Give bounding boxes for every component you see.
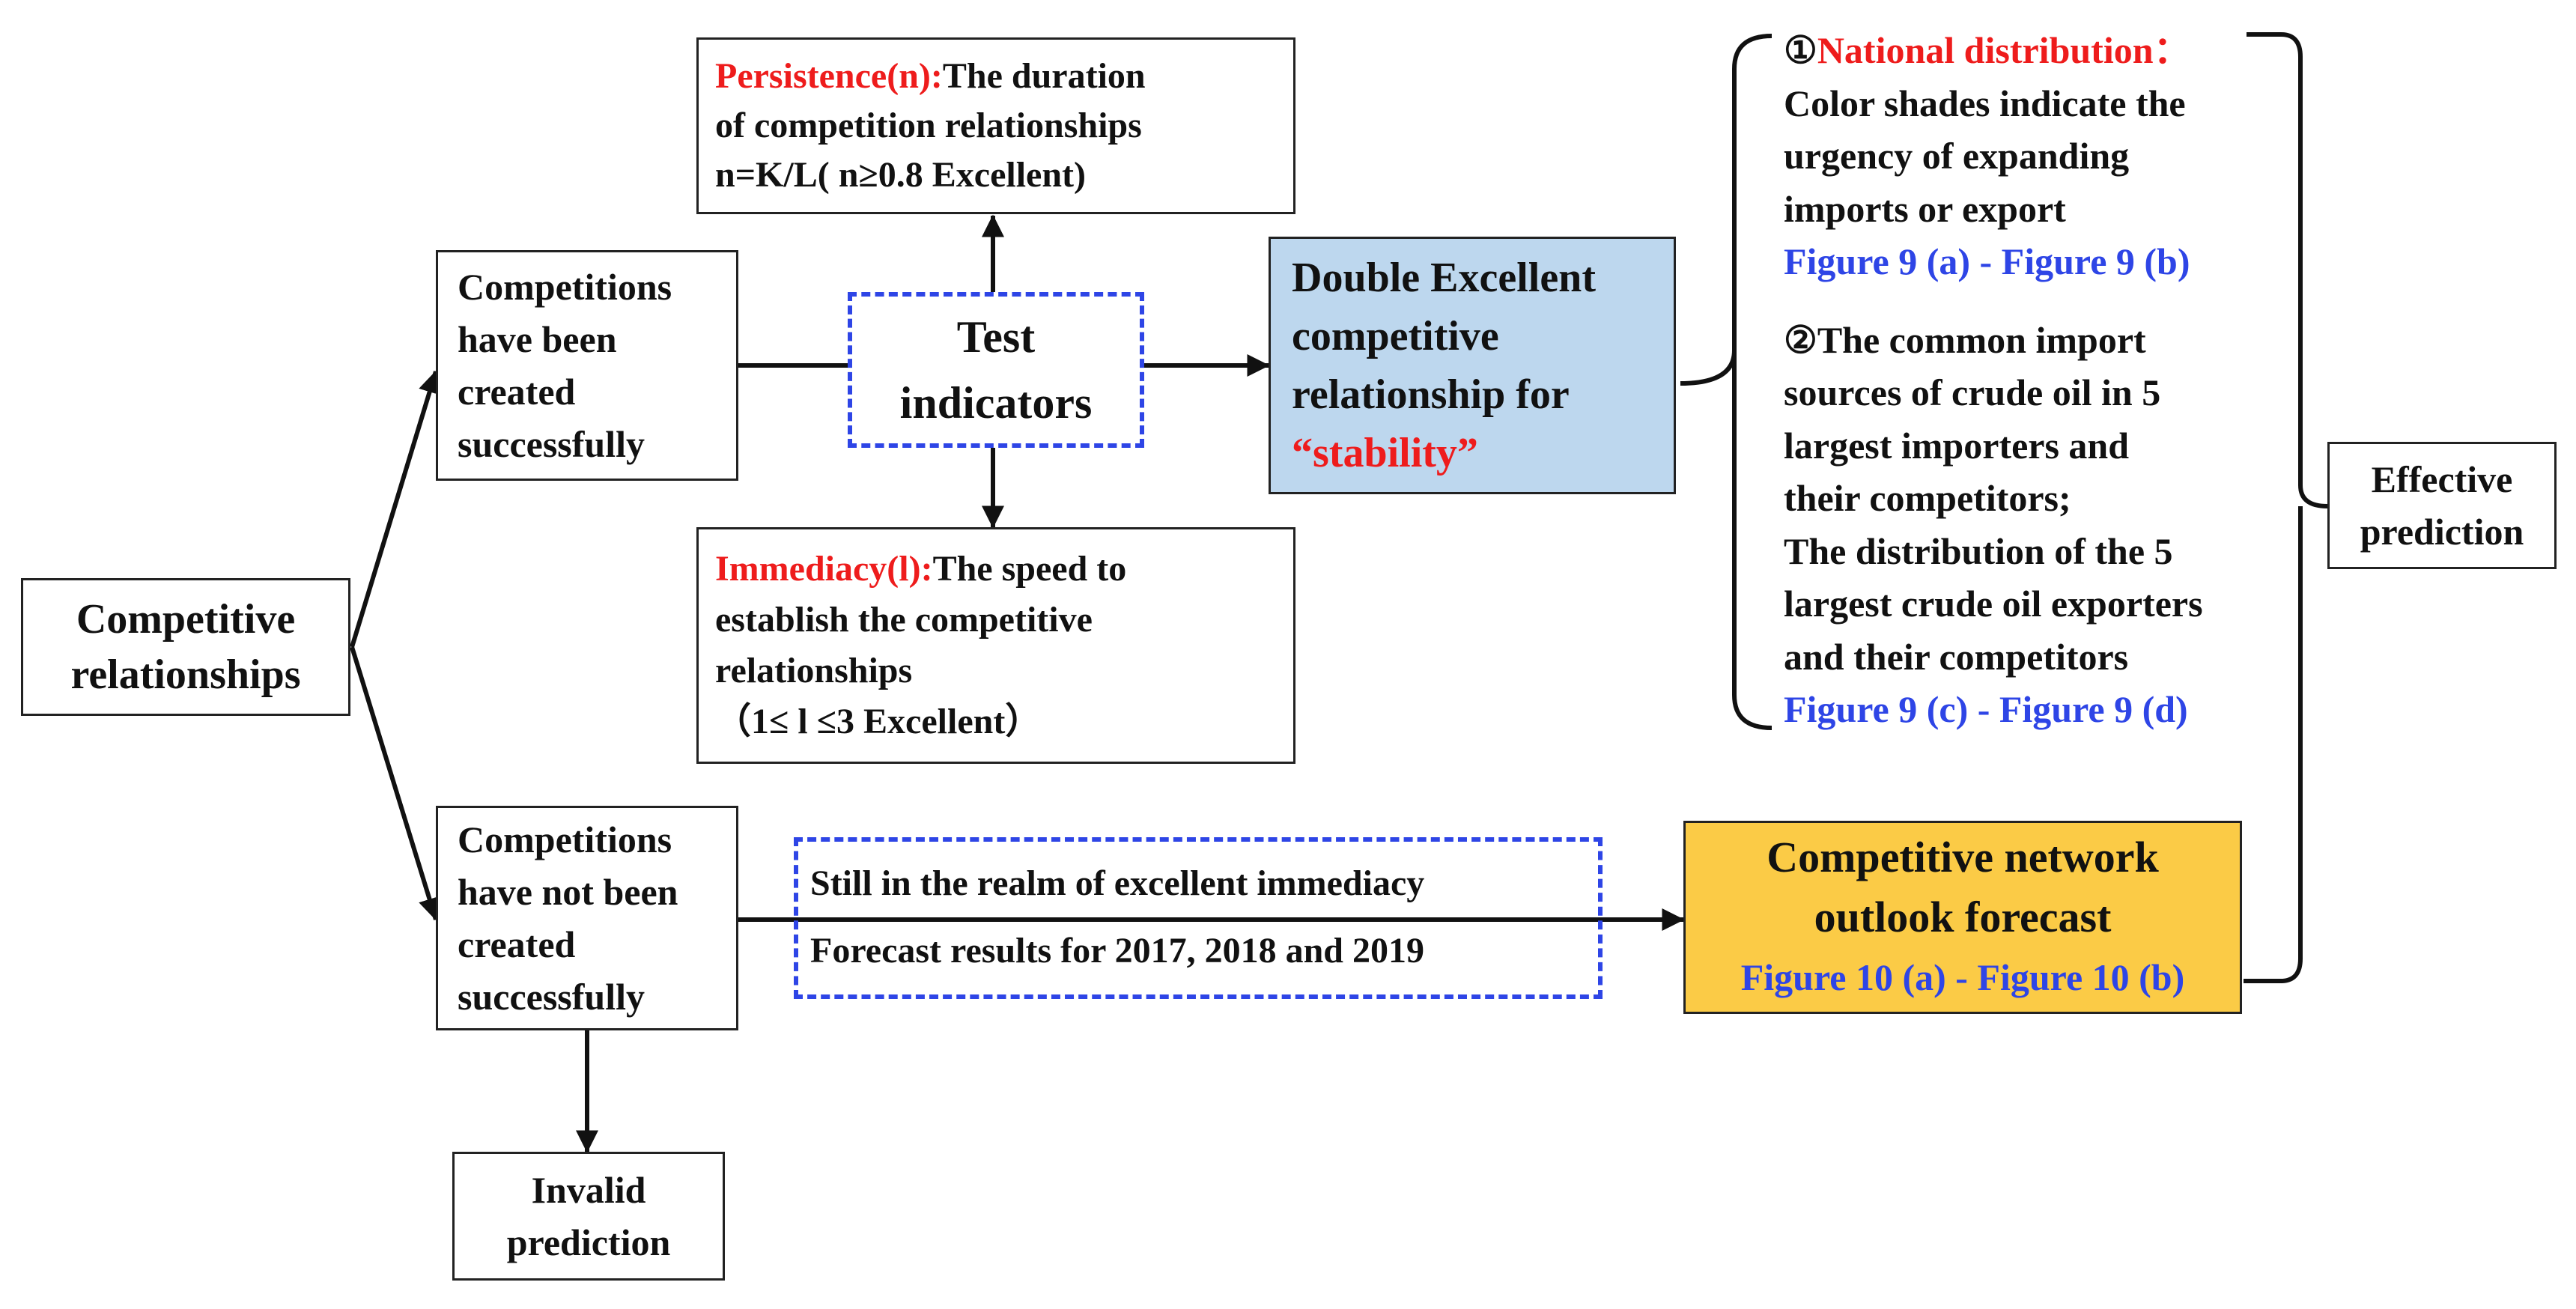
national-heading: ①National distribution： (1784, 24, 2203, 77)
right-bracket (2244, 32, 2328, 983)
immediacy-line-1: Immediacy(l):The speed to (715, 544, 1126, 595)
immediacy-term: Immediacy(l): (715, 549, 933, 589)
immediacy-line-1-rest: The speed to (932, 549, 1127, 589)
arrow-to-created (350, 370, 441, 648)
invalid-line-1: Invalid (531, 1169, 646, 1211)
immediacy-box: Immediacy(l):The speed to establish the … (696, 527, 1295, 764)
test-indicators-dashed-box (848, 292, 1144, 448)
common-line-2: sources of crude oil in 5 (1784, 371, 2161, 413)
notcreated-line-3: created (458, 923, 576, 965)
invalid-prediction-box: Invalid prediction (452, 1152, 725, 1281)
created-line-4: successfully (458, 423, 645, 465)
competitions-created-box: Competitions have been created successfu… (436, 250, 738, 481)
section-gap (1784, 288, 2203, 314)
network-forecast-box: Competitive network outlook forecast Fig… (1683, 821, 2242, 1014)
created-line-3: created (458, 371, 576, 413)
effective-line-2: prediction (2360, 511, 2524, 553)
immediacy-range: （1≤ l ≤3 Excellent） (715, 702, 1042, 741)
comp-rel-line-1: Competitive (76, 596, 296, 643)
common-line-7: and their competitors (1784, 635, 2129, 678)
double-excellent-box: Double Excellent competitive relationshi… (1269, 237, 1676, 494)
common-line-3: largest importers and (1784, 424, 2130, 467)
persistence-line-1-rest: The duration (942, 56, 1146, 96)
forecast-notes-dashed-box (794, 837, 1603, 999)
immediacy-line-3: relationships (715, 651, 913, 690)
immediacy-line-2: establish the competitive (715, 600, 1093, 640)
excellent-immediacy-note: Still in the realm of excellent immediac… (810, 863, 1425, 903)
competitive-relationships-box: Competitive relationships (21, 578, 350, 716)
created-line-2: have been (458, 318, 617, 360)
left-brace (1680, 34, 1772, 730)
persistence-line-2: of competition relationships (715, 106, 1142, 145)
double-line-3: relationship for (1292, 371, 1570, 418)
national-line-3: imports or export (1784, 187, 2066, 230)
competitions-not-created-box: Competitions have not been created succe… (436, 806, 738, 1030)
forecast-line-2: outlook forecast (1814, 893, 2112, 941)
test-indicators-line-2: indicators (899, 378, 1093, 428)
notcreated-line-4: successfully (458, 976, 645, 1018)
effective-prediction-box: Effective prediction (2327, 442, 2557, 569)
effective-line-1: Effective (2371, 458, 2513, 500)
persistence-term: Persistence(n): (715, 56, 943, 96)
common-line-5: The distribution of the 5 (1784, 529, 2173, 572)
common-line-4: their competitors; (1784, 477, 2071, 519)
comp-rel-line-2: relationships (70, 652, 301, 698)
notcreated-line-2: have not been (458, 871, 678, 913)
common-line-1: ②The common import (1784, 318, 2146, 361)
test-indicators-line-1: Test (956, 312, 1036, 362)
figure-10-reference: Figure 10 (a) - Figure 10 (b) (1740, 956, 2185, 998)
stability-highlight: “stability” (1292, 430, 1478, 476)
persistence-line-1: Persistence(n):The duration (715, 52, 1146, 101)
double-line-2: competitive (1292, 313, 1499, 359)
persistence-box: Persistence(n):The duration of competiti… (696, 37, 1295, 214)
arrow-to-not-created (350, 646, 440, 921)
national-line-2: urgency of expanding (1784, 135, 2130, 177)
circled-one-marker: ① (1784, 29, 1817, 71)
common-line-6: largest crude oil exporters (1784, 583, 2203, 625)
forecast-line-1: Competitive network (1767, 833, 2159, 881)
notcreated-line-1: Competitions (458, 818, 672, 860)
forecast-years-note: Forecast results for 2017, 2018 and 2019 (810, 931, 1424, 971)
figure-9ab-reference: Figure 9 (a) - Figure 9 (b) (1784, 240, 2190, 282)
persistence-formula: n=K/L( n≥0.8 Excellent) (715, 155, 1087, 195)
national-term: National distribution： (1817, 29, 2191, 71)
double-line-1: Double Excellent (1292, 255, 1596, 301)
invalid-line-2: prediction (506, 1221, 671, 1263)
stability-outcomes-text: ①National distribution： Color shades ind… (1784, 24, 2203, 736)
created-line-1: Competitions (458, 266, 672, 308)
figure-9cd-reference: Figure 9 (c) - Figure 9 (d) (1784, 688, 2188, 730)
national-line-1: Color shades indicate the (1784, 82, 2186, 124)
test-indicators-label: Test indicators (848, 292, 1144, 448)
